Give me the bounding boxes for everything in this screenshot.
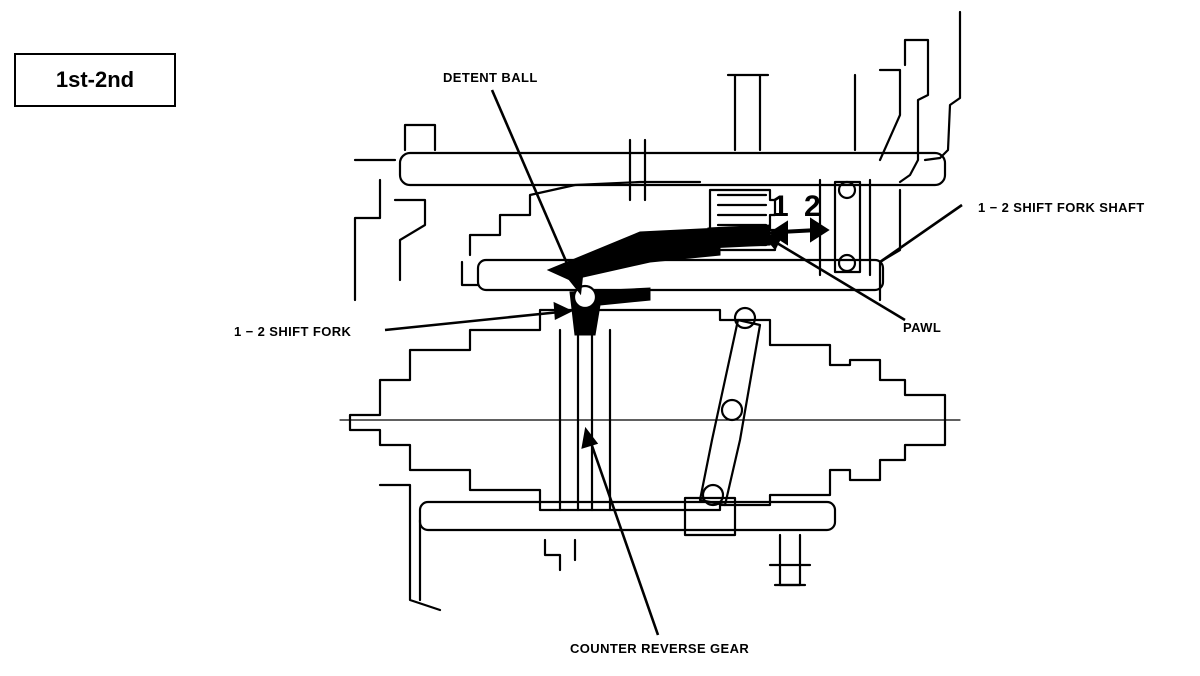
label-detent-ball: DETENT BALL xyxy=(443,70,538,85)
label-counter-reverse-gear: COUNTER REVERSE GEAR xyxy=(570,641,750,656)
shift-fork-arm xyxy=(546,227,721,281)
upper-housing xyxy=(468,180,702,257)
shaft-end-bracket xyxy=(460,260,480,287)
valve-stem xyxy=(726,73,770,152)
direction-arrow-right-head xyxy=(810,217,830,243)
synchro-gear xyxy=(708,188,777,252)
left-housing-wall xyxy=(353,178,427,302)
lower-shaft-hub xyxy=(683,496,737,537)
upper-shaft-collar xyxy=(628,138,647,202)
upper-detent-spring xyxy=(833,180,862,274)
position-1-label: 1 xyxy=(772,190,789,223)
leader-detent-ball xyxy=(490,89,577,283)
left-housing-upper xyxy=(353,123,437,162)
fork-rod-left xyxy=(558,328,580,512)
position-2-label: 2 xyxy=(804,190,821,223)
gear-range-title-text: 1st-2nd xyxy=(55,67,135,92)
shift-lever xyxy=(698,318,762,507)
lower-spring-cap xyxy=(768,563,812,587)
lower-spring xyxy=(778,533,802,587)
lever-pivot-bottom xyxy=(701,483,725,507)
lower-shaft xyxy=(418,500,837,532)
leader-shift-fork xyxy=(384,310,561,332)
leader-detent-ball-head xyxy=(565,272,584,296)
fork-rod-right xyxy=(590,328,612,512)
gear-range-title: 1st-2nd xyxy=(14,53,176,107)
lever-pivot-mid xyxy=(720,398,744,422)
label-pawl: PAWL xyxy=(903,320,942,335)
housing-right-outer xyxy=(923,10,962,162)
upper-detent-ball xyxy=(837,180,857,200)
lever-pivot-top xyxy=(733,306,757,330)
pawl-shape xyxy=(707,224,771,249)
leader-pawl xyxy=(771,238,906,322)
label-shift-fork: 1 − 2 SHIFT FORK xyxy=(234,324,352,339)
leader-shift-fork-head xyxy=(553,301,573,321)
lower-detent-ball xyxy=(837,253,857,273)
main-gear-body xyxy=(348,308,947,512)
housing-right-wall xyxy=(898,38,930,184)
shift-fork-shaft-body xyxy=(476,258,885,292)
lower-left-housing xyxy=(378,483,442,612)
upper-shaft xyxy=(398,151,947,187)
label-shift-fork-shaft: 1 − 2 SHIFT FORK SHAFT xyxy=(978,200,1145,215)
synchro-teeth xyxy=(716,193,768,247)
leader-counter-reverse-head xyxy=(581,426,599,449)
leader-shift-fork-shaft xyxy=(879,203,963,264)
leader-counter-reverse xyxy=(588,439,660,636)
top-bracket xyxy=(853,68,902,162)
lower-gear-teeth xyxy=(543,538,577,572)
leader-pawl-head xyxy=(762,234,784,251)
